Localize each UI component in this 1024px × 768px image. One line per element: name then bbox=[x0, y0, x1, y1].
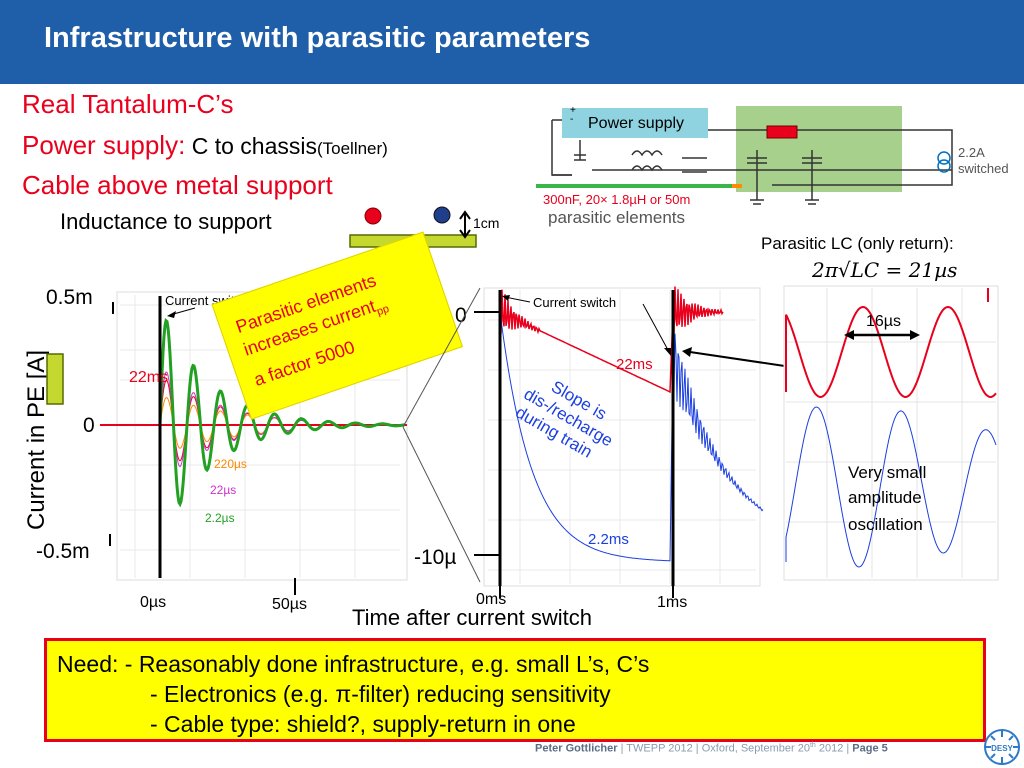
chart-1-trace-4 bbox=[158, 317, 406, 508]
chart-3-trace-blue bbox=[785, 406, 997, 568]
chart-2-xtick-0ms: 0ms bbox=[476, 591, 506, 608]
circuit-green-region bbox=[736, 106, 902, 192]
power-supply-box bbox=[562, 108, 708, 138]
footer-year: 2012 | bbox=[815, 742, 853, 755]
chart-1-xtick-0: 0µs bbox=[140, 594, 166, 611]
chart-2-xlabel: Time after current switch bbox=[352, 605, 593, 630]
chart-1-ytick-zero: 0 bbox=[83, 414, 95, 437]
footer-th: th bbox=[809, 742, 816, 749]
ylabel-support-icon bbox=[46, 353, 64, 405]
chart-2-plot-area bbox=[483, 287, 761, 587]
cable-return-dot bbox=[433, 206, 451, 224]
bullet-power-supply-toellner: (Toellner) bbox=[316, 139, 388, 158]
chart-2-series-label-2-2ms: 2.2ms bbox=[588, 531, 629, 548]
need-line-3: - Cable type: shield?, supply-return in … bbox=[150, 711, 576, 737]
chart-1-series-label-22us: 22µs bbox=[210, 483, 236, 497]
bullet-cable: Cable above metal support bbox=[22, 170, 333, 200]
bullet-power-supply-label: Power supply: bbox=[22, 130, 186, 160]
circuit-diagram bbox=[536, 106, 953, 205]
footer: Peter Gottlicher | TWEPP 2012 | Oxford, … bbox=[535, 742, 888, 755]
zoom-connectors bbox=[402, 287, 799, 583]
chart-2-ytick-zero: 0 bbox=[455, 304, 467, 327]
oscillation-note-3: oscillation bbox=[848, 515, 923, 534]
desy-logo: DESY bbox=[984, 729, 1020, 765]
chart-1-series-label-220us: 220µs bbox=[214, 457, 247, 471]
bullet-tantalum: Real Tantalum-C’s bbox=[22, 89, 234, 119]
power-supply-label: Power supply bbox=[588, 115, 685, 132]
title-bar bbox=[0, 0, 1024, 84]
footer-event: | TWEPP 2012 | Oxford, September 20 bbox=[617, 742, 810, 755]
chart-2-trace-blue bbox=[499, 311, 764, 562]
chart-2-trace-red bbox=[499, 286, 724, 394]
chart-1-series-label-22ms: 22ms bbox=[129, 369, 168, 386]
need-line-2: - Electronics (e.g. π-filter) reducing s… bbox=[150, 681, 611, 707]
chart-1-series-label-2-2us: 2.2µs bbox=[205, 511, 235, 525]
oscillation-note-2: amplitude bbox=[848, 488, 922, 507]
lc-formula: 2π√LC = 21µs bbox=[812, 258, 958, 282]
slide-title: Infrastructure with parasitic parameters bbox=[44, 22, 591, 54]
chart-2-series-label-22ms: 22ms bbox=[616, 356, 653, 373]
current-source-icon bbox=[937, 151, 951, 165]
period-label: 16µs bbox=[866, 313, 901, 330]
chart-2: Current switch 0 -10µ 0ms 1ms 22ms 2.2ms… bbox=[414, 286, 764, 611]
chart-3-plot-area bbox=[783, 285, 999, 581]
parasitic-elements-label: parasitic elements bbox=[548, 208, 686, 227]
chart-1-ytick-bottom: -0.5m bbox=[36, 540, 90, 563]
chart-2-switch-label: Current switch bbox=[533, 295, 616, 310]
chart-2-ytick-bottom: -10µ bbox=[414, 546, 456, 569]
current-label-switched: switched bbox=[958, 161, 1009, 176]
current-label-amps: 2.2A bbox=[958, 145, 985, 160]
parasitic-values: 300nF, 20× 1.8µH or 50m bbox=[543, 192, 691, 207]
circuit-resistor bbox=[766, 125, 798, 139]
chart-1-ylabel: Current in PE [A] bbox=[23, 350, 50, 530]
chart-1-ytick-top: 0.5m bbox=[46, 286, 93, 309]
footer-page: Page 5 bbox=[852, 742, 888, 755]
bullet-power-supply-c: C to chassis bbox=[185, 133, 317, 159]
chart-3-trace-red bbox=[785, 305, 997, 398]
power-supply-plus: +- bbox=[570, 105, 576, 125]
need-box: Need: - Reasonably done infrastructure, … bbox=[44, 638, 986, 742]
cable-distance-label: 1cm bbox=[473, 215, 500, 231]
footer-author: Peter Gottlicher bbox=[535, 742, 618, 755]
need-line-1: Need: - Reasonably done infrastructure, … bbox=[57, 651, 650, 677]
oscillation-note-1: Very small bbox=[848, 463, 926, 482]
cable-supply-dot bbox=[364, 207, 382, 225]
bullet-power-supply: Power supply: C to chassis(Toellner) bbox=[22, 130, 388, 161]
chart-3: 16µs Very small amplitude oscillation bbox=[783, 285, 999, 581]
lc-note-title: Parasitic LC (only return): bbox=[761, 234, 954, 253]
chart-1-xtick-50: 50µs bbox=[272, 596, 307, 613]
bullet-inductance: Inductance to support bbox=[60, 209, 272, 234]
desy-logo-text: DESY bbox=[991, 744, 1013, 753]
chart-2-xtick-1ms: 1ms bbox=[657, 594, 687, 611]
